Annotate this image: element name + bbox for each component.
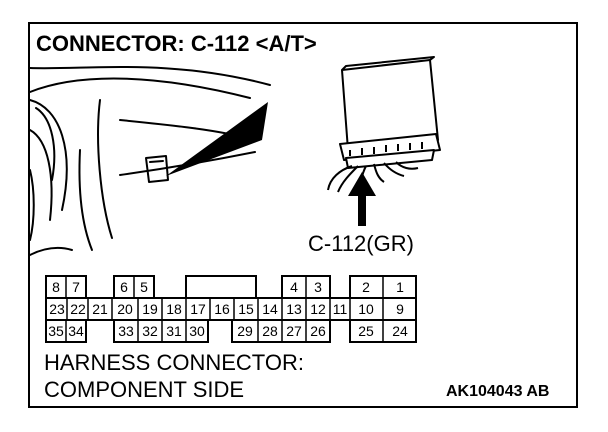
- pin-30: 30: [189, 323, 205, 339]
- pin-16: 16: [214, 301, 230, 317]
- pin-10: 10: [358, 301, 374, 317]
- pin-8: 8: [52, 279, 60, 295]
- pin-9: 9: [396, 301, 404, 317]
- pin-11: 11: [333, 301, 348, 317]
- pin-23: 23: [49, 301, 65, 317]
- pin-35: 35: [48, 323, 64, 339]
- connector-callout-label: C-112(GR): [308, 231, 414, 256]
- diagram-frame: [28, 22, 578, 408]
- pin-14: 14: [262, 301, 278, 317]
- pin-31: 31: [166, 323, 182, 339]
- caption-line-1: HARNESS CONNECTOR:: [44, 350, 304, 375]
- pin-20: 20: [117, 301, 133, 317]
- pin-25: 25: [358, 323, 374, 339]
- pin-26: 26: [310, 323, 326, 339]
- pin-19: 19: [142, 301, 158, 317]
- pin-5: 5: [140, 279, 148, 295]
- pin-28: 28: [262, 323, 278, 339]
- pin-2: 2: [362, 279, 370, 295]
- pin-12: 12: [310, 301, 326, 317]
- row1-housing-key: [185, 275, 257, 299]
- pin-7: 7: [72, 279, 80, 295]
- pin-33: 33: [118, 323, 134, 339]
- pin-4: 4: [290, 279, 298, 295]
- part-code: AK104043 AB: [446, 383, 550, 400]
- pin-27: 27: [286, 323, 302, 339]
- pin-13: 13: [286, 301, 302, 317]
- pin-15: 15: [238, 301, 254, 317]
- caption-line-2: COMPONENT SIDE: [44, 377, 245, 402]
- pin-22: 22: [70, 301, 86, 317]
- pin-1: 1: [396, 279, 404, 295]
- pin-29: 29: [237, 323, 253, 339]
- pin-32: 32: [142, 323, 158, 339]
- row3-housing-right-center: [231, 319, 331, 343]
- pin-18: 18: [166, 301, 182, 317]
- diagram-title: CONNECTOR: C-112 <A/T>: [36, 31, 317, 56]
- pin-17: 17: [190, 301, 206, 317]
- row3-housing-left-center: [113, 319, 209, 343]
- pin-21: 21: [92, 301, 108, 317]
- pin-24: 24: [392, 323, 408, 339]
- pin-6: 6: [120, 279, 128, 295]
- pin-34: 34: [68, 323, 84, 339]
- pin-3: 3: [314, 279, 322, 295]
